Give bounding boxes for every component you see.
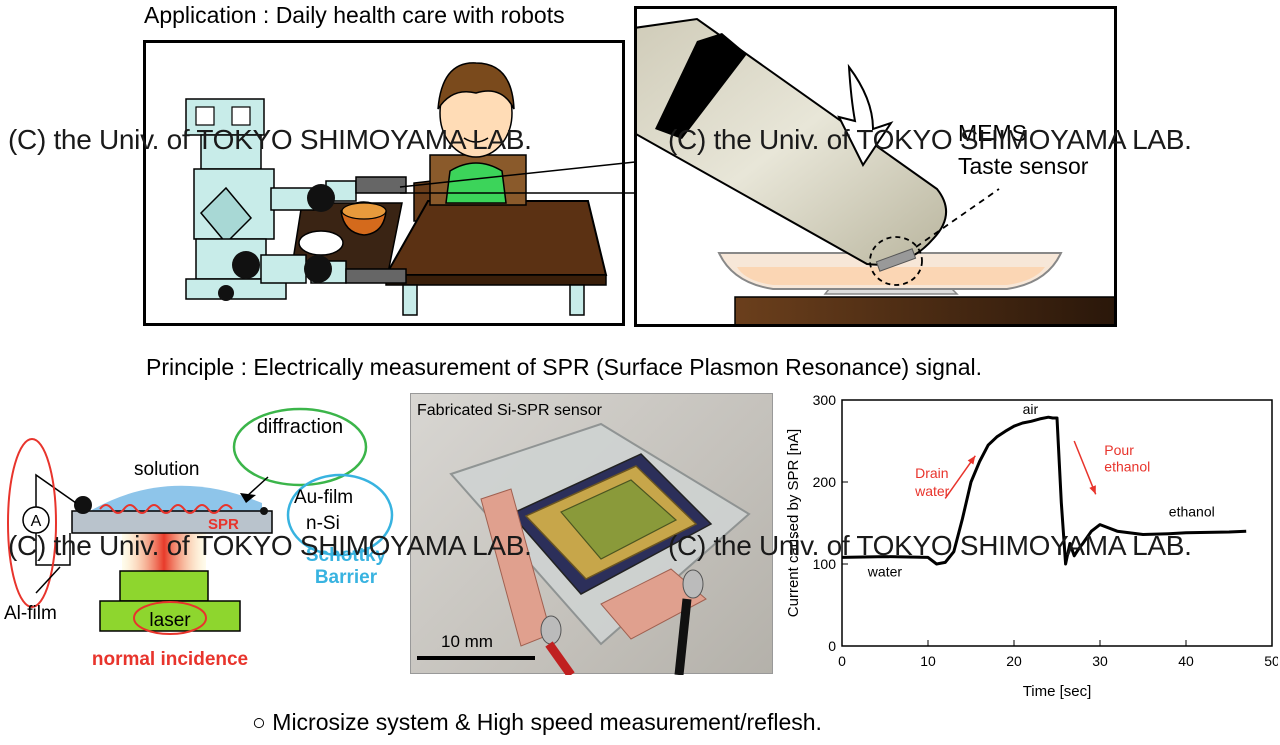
- plot-frame: [841, 399, 1273, 647]
- diffraction-label: diffraction: [257, 416, 343, 438]
- x-tick-label: 10: [920, 653, 936, 669]
- spr-principle-diagram: A diffraction solution Au-film n-Si SPR …: [0, 385, 410, 670]
- n-si-label: n-Si: [306, 513, 340, 534]
- chart-annotation: Drain: [915, 465, 948, 481]
- x-tick-label: 30: [1092, 653, 1108, 669]
- y-tick-label: 300: [813, 392, 837, 408]
- pour-arrow: [1073, 440, 1097, 495]
- mems-label: MEMS: [958, 120, 1027, 146]
- x-axis-label: Time [sec]: [1023, 683, 1092, 700]
- barrier-label: Barrier: [315, 567, 378, 588]
- footer-note: ○ Microsize system & High speed measurem…: [252, 709, 822, 735]
- chart-annotation: Pour: [1104, 442, 1134, 458]
- spr-label: SPR: [208, 516, 239, 533]
- au-film-label: Au-film: [294, 487, 353, 508]
- y-tick-label: 200: [813, 474, 837, 490]
- chart-annotation: air: [1023, 401, 1039, 417]
- x-tick-label: 0: [838, 653, 846, 669]
- y-tick-label: 0: [828, 638, 836, 654]
- solution-label: solution: [134, 459, 200, 480]
- drain-arrow: [944, 455, 976, 499]
- spoon-illustration: [626, 17, 1117, 328]
- photo-caption: Fabricated Si-SPR sensor: [417, 402, 602, 419]
- normal-incidence-label: normal incidence: [92, 649, 248, 670]
- x-tick-label: 40: [1178, 653, 1194, 669]
- sensor-photo-illustration: [417, 422, 751, 678]
- pour-arrow-head: [1089, 485, 1096, 495]
- sensor-photo: Fabricated Si-SPR sensor 10 mm: [410, 393, 773, 678]
- panel-connector-lines: [399, 161, 636, 194]
- series-line: [841, 415, 1247, 566]
- al-film-label: Al-film: [4, 603, 57, 624]
- y-axis-label: Current caused by SPR [nA]: [785, 429, 802, 617]
- chart-annotation: water: [914, 483, 950, 499]
- chart-annotation: ethanol: [1104, 458, 1150, 474]
- taste-sensor-label: Taste sensor: [958, 153, 1089, 179]
- principle-heading: Principle : Electrically measurement of …: [146, 354, 983, 380]
- y-tick-label: 100: [813, 556, 837, 572]
- chart-annotation: ethanol: [1169, 503, 1215, 519]
- application-heading: Application : Daily health care with rob…: [144, 2, 565, 28]
- drain-arrow-head: [967, 455, 976, 465]
- spr-schematic: A diffraction solution Au-film n-Si SPR …: [4, 407, 394, 670]
- taste-sensor-closeup-panel: [626, 6, 1117, 328]
- laser-label: laser: [149, 610, 191, 631]
- ammeter-label: A: [31, 513, 42, 530]
- scale-bar-label: 10 mm: [441, 632, 493, 651]
- schottky-label: Schottky: [306, 545, 387, 566]
- x-tick-label: 20: [1006, 653, 1022, 669]
- chart-annotation: water: [867, 563, 903, 579]
- x-tick-label: 50: [1264, 653, 1278, 669]
